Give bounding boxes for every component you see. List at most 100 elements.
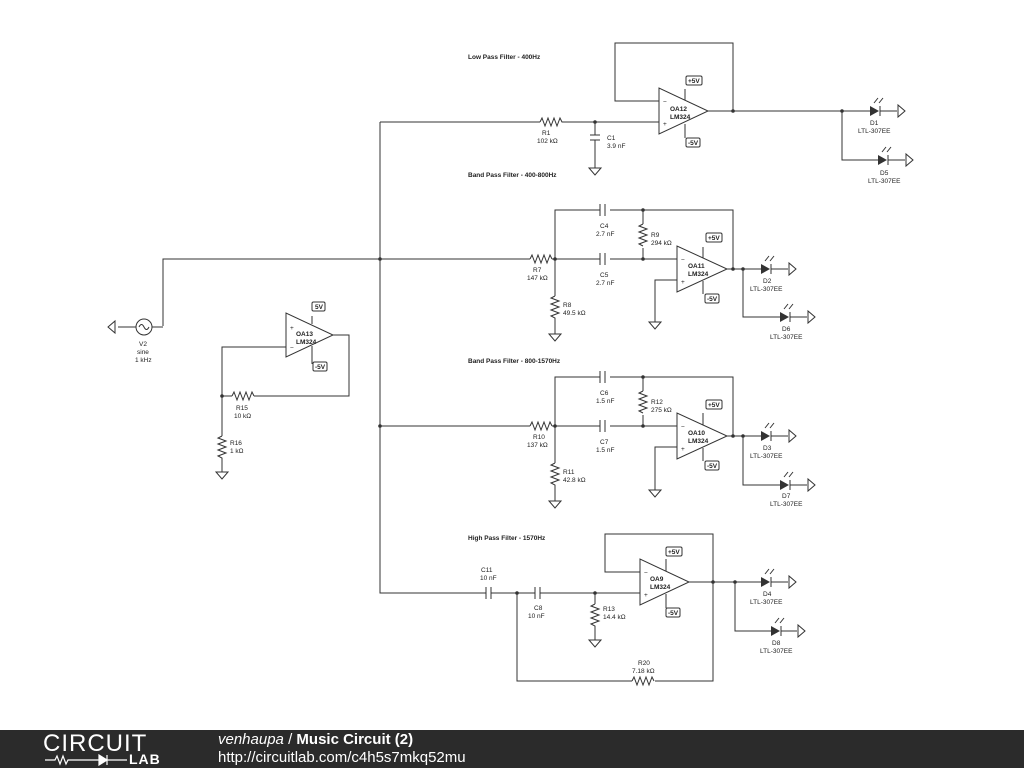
svg-text:C6: C6	[600, 390, 609, 397]
capacitor-c8: C8 10 nF	[528, 587, 545, 620]
opamp-oa11: −+ OA11 LM324 +5V -5V	[676, 232, 729, 304]
svg-text:C5: C5	[600, 272, 609, 279]
svg-text:LM324: LM324	[688, 271, 709, 278]
resistor-r10: R10 137 kΩ	[527, 420, 553, 449]
svg-text:-5V: -5V	[688, 140, 699, 147]
circuit-name: Music Circuit (2)	[296, 731, 414, 748]
resistor-r16: R16 1 kΩ	[215, 435, 244, 480]
svg-text:R1: R1	[542, 130, 551, 137]
logo-text-lab: LAB	[129, 751, 161, 767]
svg-text:OA10: OA10	[688, 430, 705, 437]
svg-text:49.5 kΩ: 49.5 kΩ	[563, 310, 586, 317]
opamp-oa9: −+ OA9 LM324 +5V -5V	[639, 546, 691, 618]
svg-text:R16: R16	[230, 440, 242, 447]
svg-text:LM324: LM324	[670, 114, 691, 121]
svg-text:+5V: +5V	[708, 402, 720, 409]
svg-text:−: −	[290, 345, 294, 352]
svg-text:R12: R12	[651, 399, 663, 406]
svg-text:D5: D5	[880, 170, 889, 177]
svg-text:D4: D4	[763, 591, 772, 598]
svg-text:LTL-307EE: LTL-307EE	[750, 453, 783, 460]
svg-text:LTL-307EE: LTL-307EE	[750, 599, 783, 606]
author-link[interactable]: venhaupa	[218, 731, 284, 748]
svg-text:LTL-307EE: LTL-307EE	[868, 178, 901, 185]
svg-text:+: +	[681, 446, 685, 453]
resistor-r7: R7 147 kΩ	[527, 253, 553, 282]
led-d1: D1 LTL-307EE	[858, 97, 906, 135]
svg-text:C4: C4	[600, 223, 609, 230]
svg-text:R15: R15	[236, 405, 248, 412]
svg-text:LTL-307EE: LTL-307EE	[770, 501, 803, 508]
svg-text:D3: D3	[763, 445, 772, 452]
led-d3: D3 LTL-307EE	[750, 422, 797, 460]
led-d8: D8 LTL-307EE	[760, 617, 806, 655]
svg-text:7.18 kΩ: 7.18 kΩ	[632, 668, 655, 675]
svg-text:OA12: OA12	[670, 106, 687, 113]
svg-text:+5V: +5V	[688, 78, 700, 85]
svg-text:C7: C7	[600, 439, 609, 446]
capacitor-c6: C6 1.5 nF	[596, 371, 614, 405]
led-d7: D7 LTL-307EE	[770, 471, 816, 508]
svg-text:-5V: -5V	[707, 463, 718, 470]
resistor-r8: R8 49.5 kΩ	[548, 295, 586, 342]
svg-text:2.7 nF: 2.7 nF	[596, 231, 614, 238]
circuit-title: venhaupa / Music Circuit (2)	[218, 731, 413, 749]
svg-text:137 kΩ: 137 kΩ	[527, 442, 548, 449]
circuit-url[interactable]: http://circuitlab.com/c4h5s7mkq52mu	[218, 749, 466, 766]
capacitor-c4: C4 2.7 nF	[596, 204, 614, 238]
led-d5: D5 LTL-307EE	[868, 146, 914, 185]
svg-text:+5V: +5V	[668, 549, 680, 556]
svg-text:OA13: OA13	[296, 331, 313, 338]
svg-text:OA9: OA9	[650, 576, 664, 583]
svg-text:5V: 5V	[315, 304, 324, 311]
svg-text:-5V: -5V	[707, 296, 718, 303]
svg-text:LTL-307EE: LTL-307EE	[760, 648, 793, 655]
svg-text:10 nF: 10 nF	[528, 613, 545, 620]
resistor-r9: R9 294 kΩ	[637, 223, 672, 247]
svg-text:LTL-307EE: LTL-307EE	[858, 128, 891, 135]
svg-text:+: +	[681, 279, 685, 286]
svg-text:−: −	[663, 99, 667, 106]
resistor-r11: R11 42.8 kΩ	[548, 462, 586, 509]
svg-text:+5V: +5V	[708, 235, 720, 242]
title-separator: /	[283, 731, 297, 748]
source-v2: V2 sine 1 kHz	[107, 318, 163, 364]
svg-text:+: +	[290, 325, 294, 332]
svg-text:294 kΩ: 294 kΩ	[651, 240, 672, 247]
svg-text:10 kΩ: 10 kΩ	[234, 413, 251, 420]
capacitor-c7: C7 1.5 nF	[596, 420, 614, 454]
svg-text:−: −	[644, 570, 648, 577]
led-d4: D4 LTL-307EE	[750, 568, 797, 606]
resistor-r1: R1 102 kΩ	[537, 116, 659, 145]
svg-text:14.4 kΩ: 14.4 kΩ	[603, 614, 626, 621]
hpf-title: High Pass Filter - 1570Hz	[468, 535, 546, 542]
svg-text:R10: R10	[533, 434, 545, 441]
logo-text-circuit: CIRCUIT	[43, 730, 148, 757]
svg-text:R20: R20	[638, 660, 650, 667]
resistor-r15: R15 10 kΩ	[231, 390, 255, 420]
capacitor-c11: C11 10 nF	[480, 567, 497, 599]
bpf2-title: Band Pass Filter - 800-1570Hz	[468, 358, 561, 365]
svg-text:LTL-307EE: LTL-307EE	[770, 334, 803, 341]
svg-text:LM324: LM324	[688, 438, 709, 445]
svg-text:42.8 kΩ: 42.8 kΩ	[563, 477, 586, 484]
svg-text:D6: D6	[782, 326, 791, 333]
svg-text:R9: R9	[651, 232, 660, 239]
lpf-title: Low Pass Filter - 400Hz	[468, 54, 541, 61]
svg-text:102 kΩ: 102 kΩ	[537, 138, 558, 145]
svg-text:OA11: OA11	[688, 263, 705, 270]
svg-text:R11: R11	[563, 469, 575, 476]
svg-text:10 nF: 10 nF	[480, 575, 497, 582]
circuitlab-logo[interactable]: CIRCUIT LAB	[43, 732, 173, 766]
capacitor-c5: C5 2.7 nF	[596, 253, 614, 287]
svg-text:2.7 nF: 2.7 nF	[596, 280, 614, 287]
v2-value: 1 kHz	[135, 357, 152, 364]
svg-text:1 kΩ: 1 kΩ	[230, 448, 244, 455]
svg-text:LTL-307EE: LTL-307EE	[750, 286, 783, 293]
svg-text:R13: R13	[603, 606, 615, 613]
schematic-canvas: V2 sine 1 kHz + − OA13 LM324 5V -5V R15 1…	[107, 42, 914, 687]
bpf1-title: Band Pass Filter - 400-800Hz	[468, 172, 557, 179]
led-d2: D2 LTL-307EE	[750, 255, 797, 293]
resistor-r13: R13 14.4 kΩ	[588, 603, 626, 648]
svg-text:C8: C8	[534, 605, 543, 612]
